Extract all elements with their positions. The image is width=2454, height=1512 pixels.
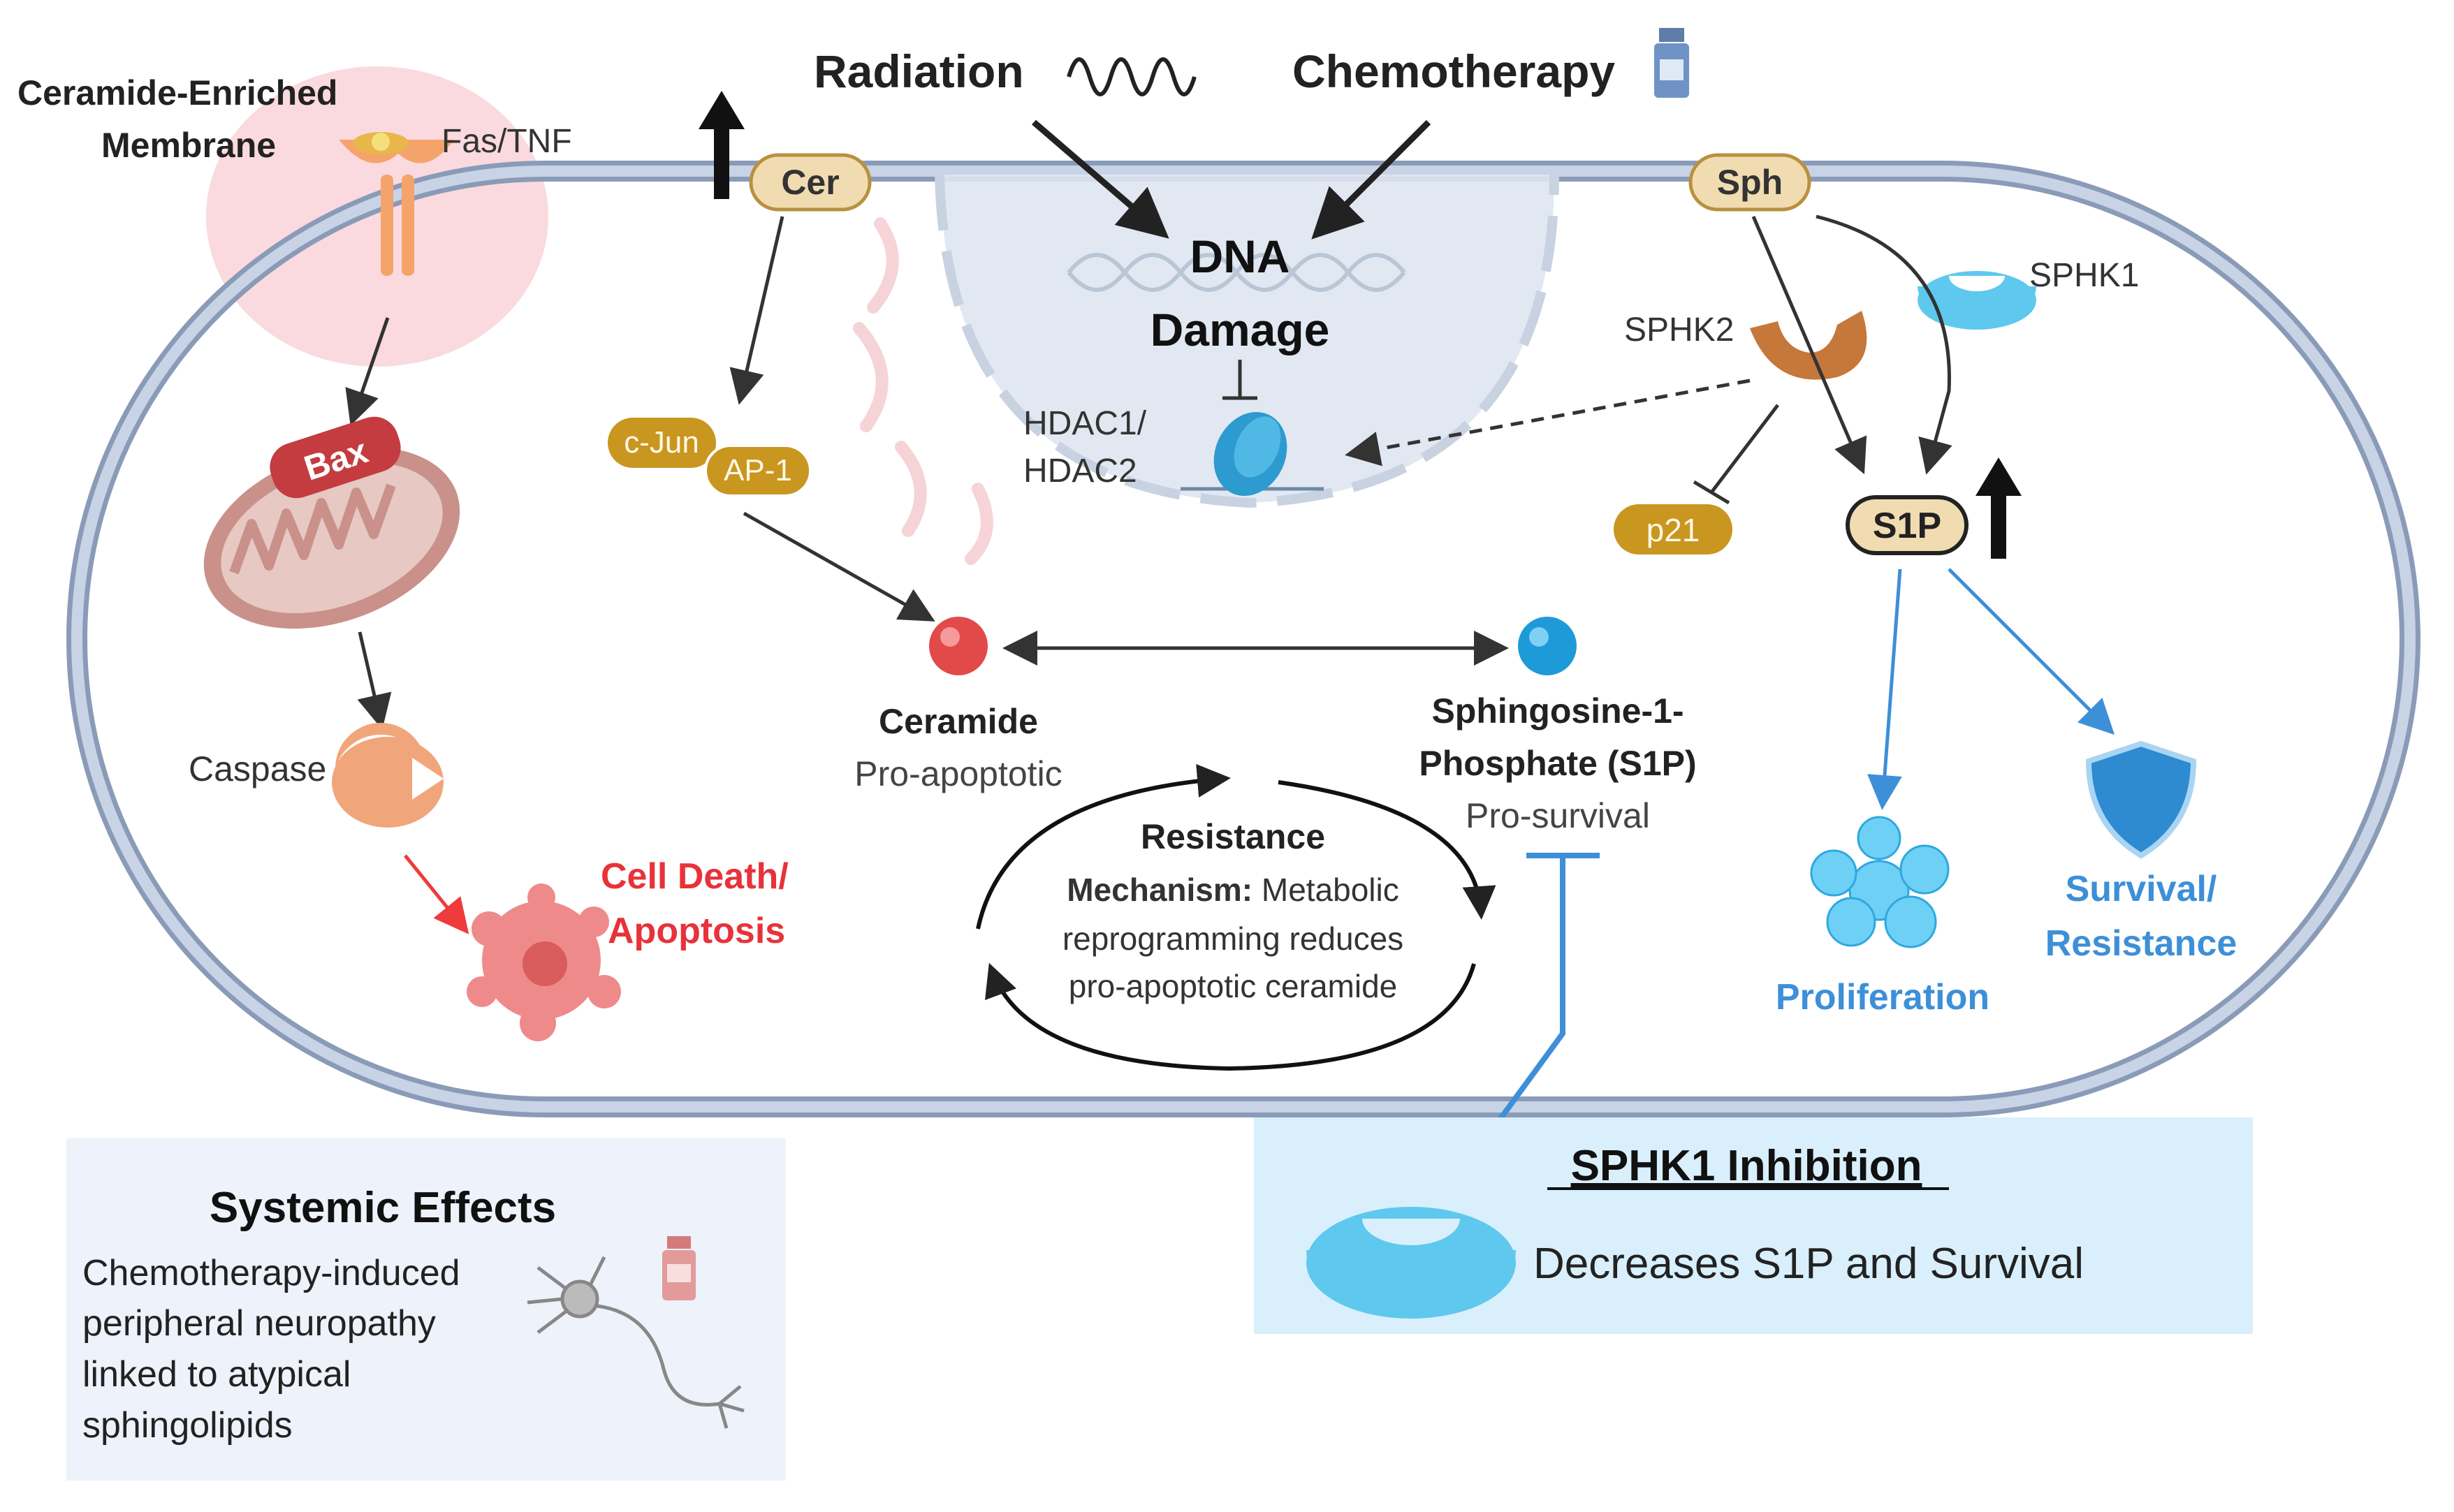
systemic-line3: linked to atypical (82, 1354, 351, 1395)
ceramide-enriched-region (206, 66, 548, 367)
caspase-label: Caspase (189, 749, 326, 788)
up-arrow-s1p-icon (1975, 457, 2022, 559)
cer-to-cjun-arrow (729, 216, 784, 405)
cjun-node (608, 418, 716, 468)
s1p-to-survival-arrow (1948, 568, 2115, 735)
cell-membrane-inner (71, 166, 2416, 1113)
sphk1-label: SPHK1 (2029, 257, 2139, 294)
nuclear-envelope (935, 174, 1559, 508)
hdac-label-line2: HDAC2 (1023, 453, 1137, 490)
ceramide-molecule-icon (929, 617, 988, 675)
systemic-effects-panel (66, 1138, 786, 1481)
s1p-node (1846, 495, 1969, 555)
radiation-to-dna-arrow (1032, 119, 1169, 239)
systemic-line4: sphingolipids (82, 1405, 293, 1446)
dna-helix-strand-icon (1067, 253, 1406, 292)
s1p-title-line2: Phosphate (S1P) (1419, 744, 1696, 783)
up-arrow-cer-icon (699, 91, 745, 199)
sph-to-s1p-arrow (1751, 216, 1867, 475)
cycle-arrow-right (1278, 780, 1496, 920)
s1p-to-proliferation-arrow (1867, 568, 1902, 810)
cer-node (749, 153, 872, 212)
resistance-mechanism-rest: Metabolic (1252, 872, 1399, 908)
survival-label-line1: Survival/ (2066, 869, 2217, 909)
ap1-node (704, 444, 812, 497)
cer-label: Cer (781, 163, 839, 202)
resistance-title: Resistance (1141, 817, 1325, 856)
resistance-mechanism-bold: Mechanism: (1067, 872, 1252, 908)
radiation-wave-icon (1067, 57, 1197, 96)
sphk1-inhibition-title: SPHK1 Inhibition (1571, 1142, 1922, 1190)
radiation-label: Radiation (814, 45, 1024, 97)
systemic-effects-title: Systemic Effects (210, 1184, 556, 1232)
cycle-arrow-left (976, 763, 1231, 930)
fas-tnf-label: Fas/TNF (441, 123, 572, 160)
sphk2-label: SPHK2 (1624, 311, 1734, 348)
sphk2-enzyme-icon (1750, 311, 1867, 380)
cell-death-label-line1: Cell Death/ (601, 856, 789, 897)
ap1-to-ceramide-arrow (743, 511, 935, 622)
survival-label-line2: Resistance (2045, 923, 2237, 964)
sphk2-to-hdac-dashed-arrow (1345, 379, 1751, 467)
drug-vial-small-icon (662, 1236, 696, 1300)
sph-label: Sph (1717, 163, 1783, 202)
caspase-to-death-arrow (404, 854, 469, 934)
dna-damage-label-line1: DNA (1190, 230, 1290, 282)
sphk2-inhibits-p21 (1710, 404, 1779, 494)
p21-label: p21 (1646, 512, 1700, 548)
fas-to-bax-arrow (345, 317, 390, 426)
s1p-title-line1: Sphingosine-1- (1431, 691, 1684, 731)
proliferation-label: Proliferation (1776, 977, 1989, 1018)
cycle-arrow-bottom (985, 962, 1476, 1071)
ceramide-title: Ceramide (879, 702, 1038, 741)
hdac-nucleosome-icon (1181, 411, 1324, 497)
sphk1-inhibition-text: Decreases S1P and Survival (1533, 1240, 2084, 1288)
s1p-molecule-icon (1518, 617, 1577, 675)
systemic-line1: Chemotherapy-induced (82, 1253, 460, 1293)
fas-tnf-receptor-icon (339, 132, 454, 276)
bax-badge: Bax (270, 416, 401, 499)
chemotherapy-to-dna-arrow (1311, 119, 1431, 240)
ceramide-enriched-label-line1: Ceramide-Enriched (17, 73, 337, 112)
chemotherapy-label: Chemotherapy (1292, 45, 1615, 97)
ap1-label: AP-1 (724, 453, 792, 487)
mitochondrion-icon (203, 446, 460, 629)
resistance-line2: Mechanism: Metabolic (1067, 872, 1399, 908)
dna-damage-label-line2: Damage (1151, 304, 1330, 355)
p21-node (1614, 504, 1732, 555)
hdac-label-line1: HDAC1/ (1023, 405, 1147, 442)
shield-icon (2085, 740, 2197, 859)
ceramide-enriched-label-line2: Membrane (101, 126, 276, 165)
sph-node (1688, 153, 1811, 212)
drug-vial-icon (1654, 28, 1689, 98)
ceramide-subtitle: Pro-apoptotic (854, 754, 1062, 793)
endoplasmic-reticulum-icon (853, 217, 993, 565)
apoptotic-cell-icon (467, 883, 621, 1041)
s1p-label: S1P (1873, 506, 1941, 546)
s1p-subtitle: Pro-survival (1466, 796, 1650, 835)
mito-to-caspase-arrow (357, 631, 392, 730)
cell-death-label-line2: Apoptosis (608, 911, 785, 951)
sphk1-to-s1p-arrow (1816, 214, 1952, 475)
resistance-line4: pro-apoptotic ceramide (1069, 968, 1397, 1004)
resistance-line3: reprogramming reduces (1062, 920, 1403, 957)
proliferation-cells-icon (1810, 816, 1950, 948)
systemic-line2: peripheral neuropathy (82, 1303, 436, 1344)
neuron-icon (527, 1256, 745, 1429)
sphk1-inhibition-line (1478, 856, 1565, 1147)
cjun-label: c-Jun (624, 425, 699, 460)
